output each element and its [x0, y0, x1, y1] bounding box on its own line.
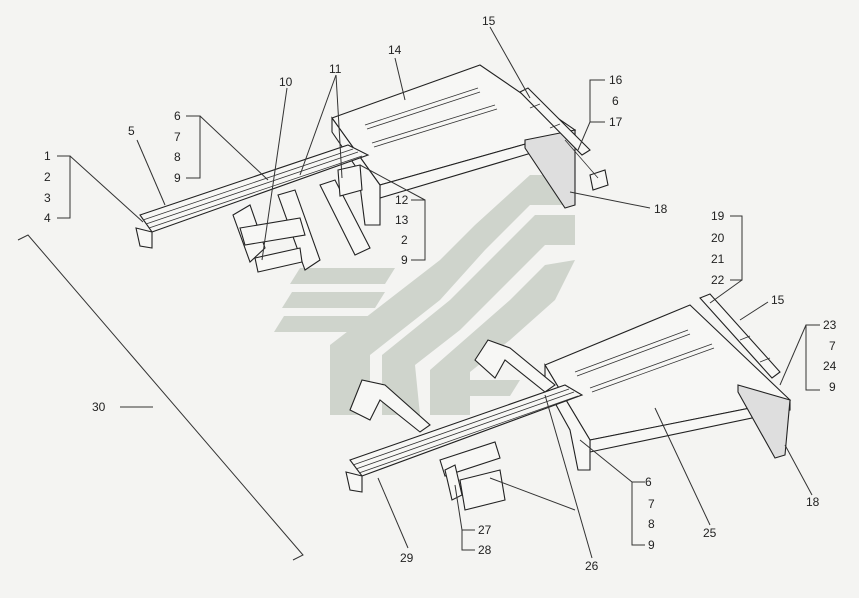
- label-27: 27: [478, 523, 492, 537]
- label-9: 9: [174, 171, 181, 185]
- lower-hook-left: [349, 379, 431, 433]
- label-22: 22: [711, 273, 725, 287]
- label-7c: 7: [829, 339, 836, 353]
- label-21: 21: [711, 252, 725, 266]
- label-6: 6: [174, 109, 181, 123]
- lower-assembly: [345, 293, 792, 511]
- label-9d: 9: [829, 380, 836, 394]
- label-5: 5: [128, 124, 135, 138]
- upper-assembly: [135, 64, 609, 273]
- label-3: 3: [44, 191, 51, 205]
- label-20: 20: [711, 231, 725, 245]
- label-9c: 9: [648, 538, 655, 552]
- lower-side-panel: [737, 384, 791, 459]
- label-1: 1: [44, 149, 51, 163]
- label-8: 8: [174, 150, 181, 164]
- label-29: 29: [400, 551, 414, 565]
- lower-hook-right: [474, 339, 556, 393]
- label-18b: 18: [806, 495, 820, 509]
- upper-rail: [139, 144, 370, 233]
- label-6b: 6: [612, 94, 619, 108]
- label-11: 11: [329, 62, 342, 76]
- label-7b: 7: [648, 497, 655, 511]
- label-2: 2: [44, 170, 51, 184]
- label-2b: 2: [401, 233, 408, 247]
- label-30: 30: [92, 400, 106, 414]
- label-13: 13: [395, 213, 409, 227]
- label-8b: 8: [648, 517, 655, 531]
- upper-frame-mid: [319, 179, 371, 256]
- label-17: 17: [609, 115, 623, 129]
- label-6c: 6: [645, 475, 652, 489]
- lower-bracket-arm: [699, 293, 781, 379]
- label-19: 19: [711, 209, 725, 223]
- label-18: 18: [654, 202, 668, 216]
- label-15: 15: [482, 14, 496, 28]
- leader-lines: [17, 26, 820, 561]
- label-12: 12: [395, 193, 409, 207]
- label-25: 25: [703, 526, 717, 540]
- label-15b: 15: [771, 293, 785, 307]
- label-14: 14: [388, 43, 402, 57]
- label-4: 4: [44, 211, 51, 225]
- watermark-logo: [274, 175, 575, 415]
- label-26: 26: [585, 559, 599, 573]
- upper-platform-left: [331, 116, 381, 226]
- label-28: 28: [478, 543, 492, 557]
- label-24: 24: [823, 359, 837, 373]
- label-9b: 9: [401, 253, 408, 267]
- label-23: 23: [823, 318, 837, 332]
- label-7: 7: [174, 130, 181, 144]
- label-10: 10: [279, 75, 293, 89]
- label-16: 16: [609, 73, 623, 87]
- callout-labels: 1 2 3 4 5 6 7 8 9 10 11 12 13 2 9 14 15 …: [44, 14, 837, 573]
